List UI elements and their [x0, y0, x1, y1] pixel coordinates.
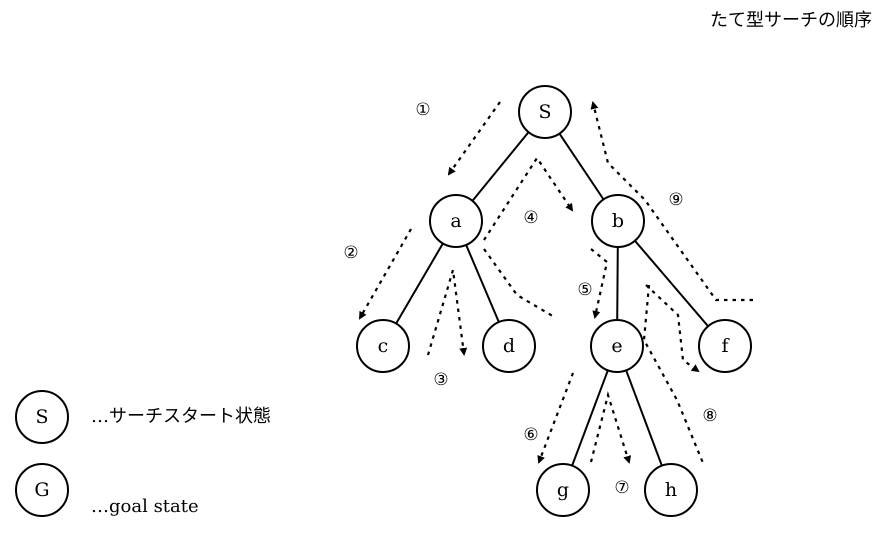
node-c-label: c — [378, 335, 389, 357]
node-b: b — [591, 194, 645, 248]
tree-nodes: Sa b c d e f g h — [356, 85, 752, 517]
node-d-circle — [482, 319, 536, 373]
node-c: c — [356, 319, 410, 373]
edge-b-f — [617, 220, 726, 347]
node-S-label: S — [538, 101, 551, 123]
legend-goal-text: …goal state — [91, 496, 199, 517]
legend-goal-node-circle — [15, 463, 69, 517]
legend-start-node-circle — [15, 390, 69, 444]
node-d: d — [482, 319, 536, 373]
legend: S …サーチスタート状態 G …goal state — [15, 390, 271, 517]
step-labels: ① ② ③ ④ ⑤ ⑥ ⑦ ⑧ ⑨ — [343, 100, 717, 498]
legend-item-start: S …サーチスタート状態 — [15, 390, 271, 444]
legend-start-symbol: S — [35, 406, 48, 428]
legend-item-goal: G …goal state — [15, 463, 199, 517]
traversal-arrow-4 — [483, 156, 574, 241]
traversal-arrow-2 — [359, 228, 412, 320]
node-c-circle — [356, 319, 410, 373]
traversal-arrow-10 — [483, 248, 557, 319]
step-label-8: ⑧ — [702, 406, 717, 426]
node-S-circle — [518, 85, 572, 139]
traversal-arrow-1 — [447, 101, 501, 176]
traversal-arrow-3 — [426, 269, 468, 356]
node-e-circle — [590, 319, 644, 373]
node-h: h — [644, 463, 698, 517]
node-f: f — [698, 319, 752, 373]
node-g-circle — [536, 463, 590, 517]
step-label-4: ④ — [523, 208, 538, 228]
node-e: e — [590, 319, 644, 373]
node-g: g — [536, 463, 590, 517]
node-f-circle — [698, 319, 752, 373]
legend-start-text: …サーチスタート状態 — [91, 406, 271, 427]
diagram-title: たて型サーチの順序 — [710, 10, 872, 31]
traversal-arrow-7 — [589, 390, 632, 464]
traversal-paths — [359, 101, 753, 464]
step-label-1: ① — [415, 100, 430, 120]
node-d-label: d — [503, 335, 515, 357]
step-label-7: ⑦ — [614, 478, 629, 498]
traversal-arrow-6 — [537, 372, 575, 464]
step-label-2: ② — [343, 243, 358, 263]
traversal-arrow-5 — [590, 248, 609, 319]
node-b-circle — [591, 194, 645, 248]
node-a: a — [429, 194, 483, 248]
node-h-circle — [644, 463, 698, 517]
node-f-label: f — [721, 335, 730, 357]
step-label-5: ⑤ — [577, 280, 592, 300]
step-label-9: ⑨ — [668, 190, 683, 210]
node-e-label: e — [611, 335, 622, 357]
node-b-label: b — [612, 210, 624, 232]
node-a-circle — [429, 194, 483, 248]
traversal-arrow-9 — [590, 101, 753, 302]
legend-goal-symbol: G — [34, 479, 49, 501]
step-label-6: ⑥ — [523, 425, 538, 445]
node-h-label: h — [665, 479, 677, 501]
node-S: S — [518, 85, 572, 139]
node-g-label: g — [557, 479, 569, 501]
tree-edges — [382, 111, 726, 491]
step-label-3: ③ — [433, 370, 448, 390]
traversal-arrow-11 — [645, 284, 700, 373]
node-a-label: a — [450, 210, 461, 232]
traversal-arrow-8 — [642, 284, 705, 464]
